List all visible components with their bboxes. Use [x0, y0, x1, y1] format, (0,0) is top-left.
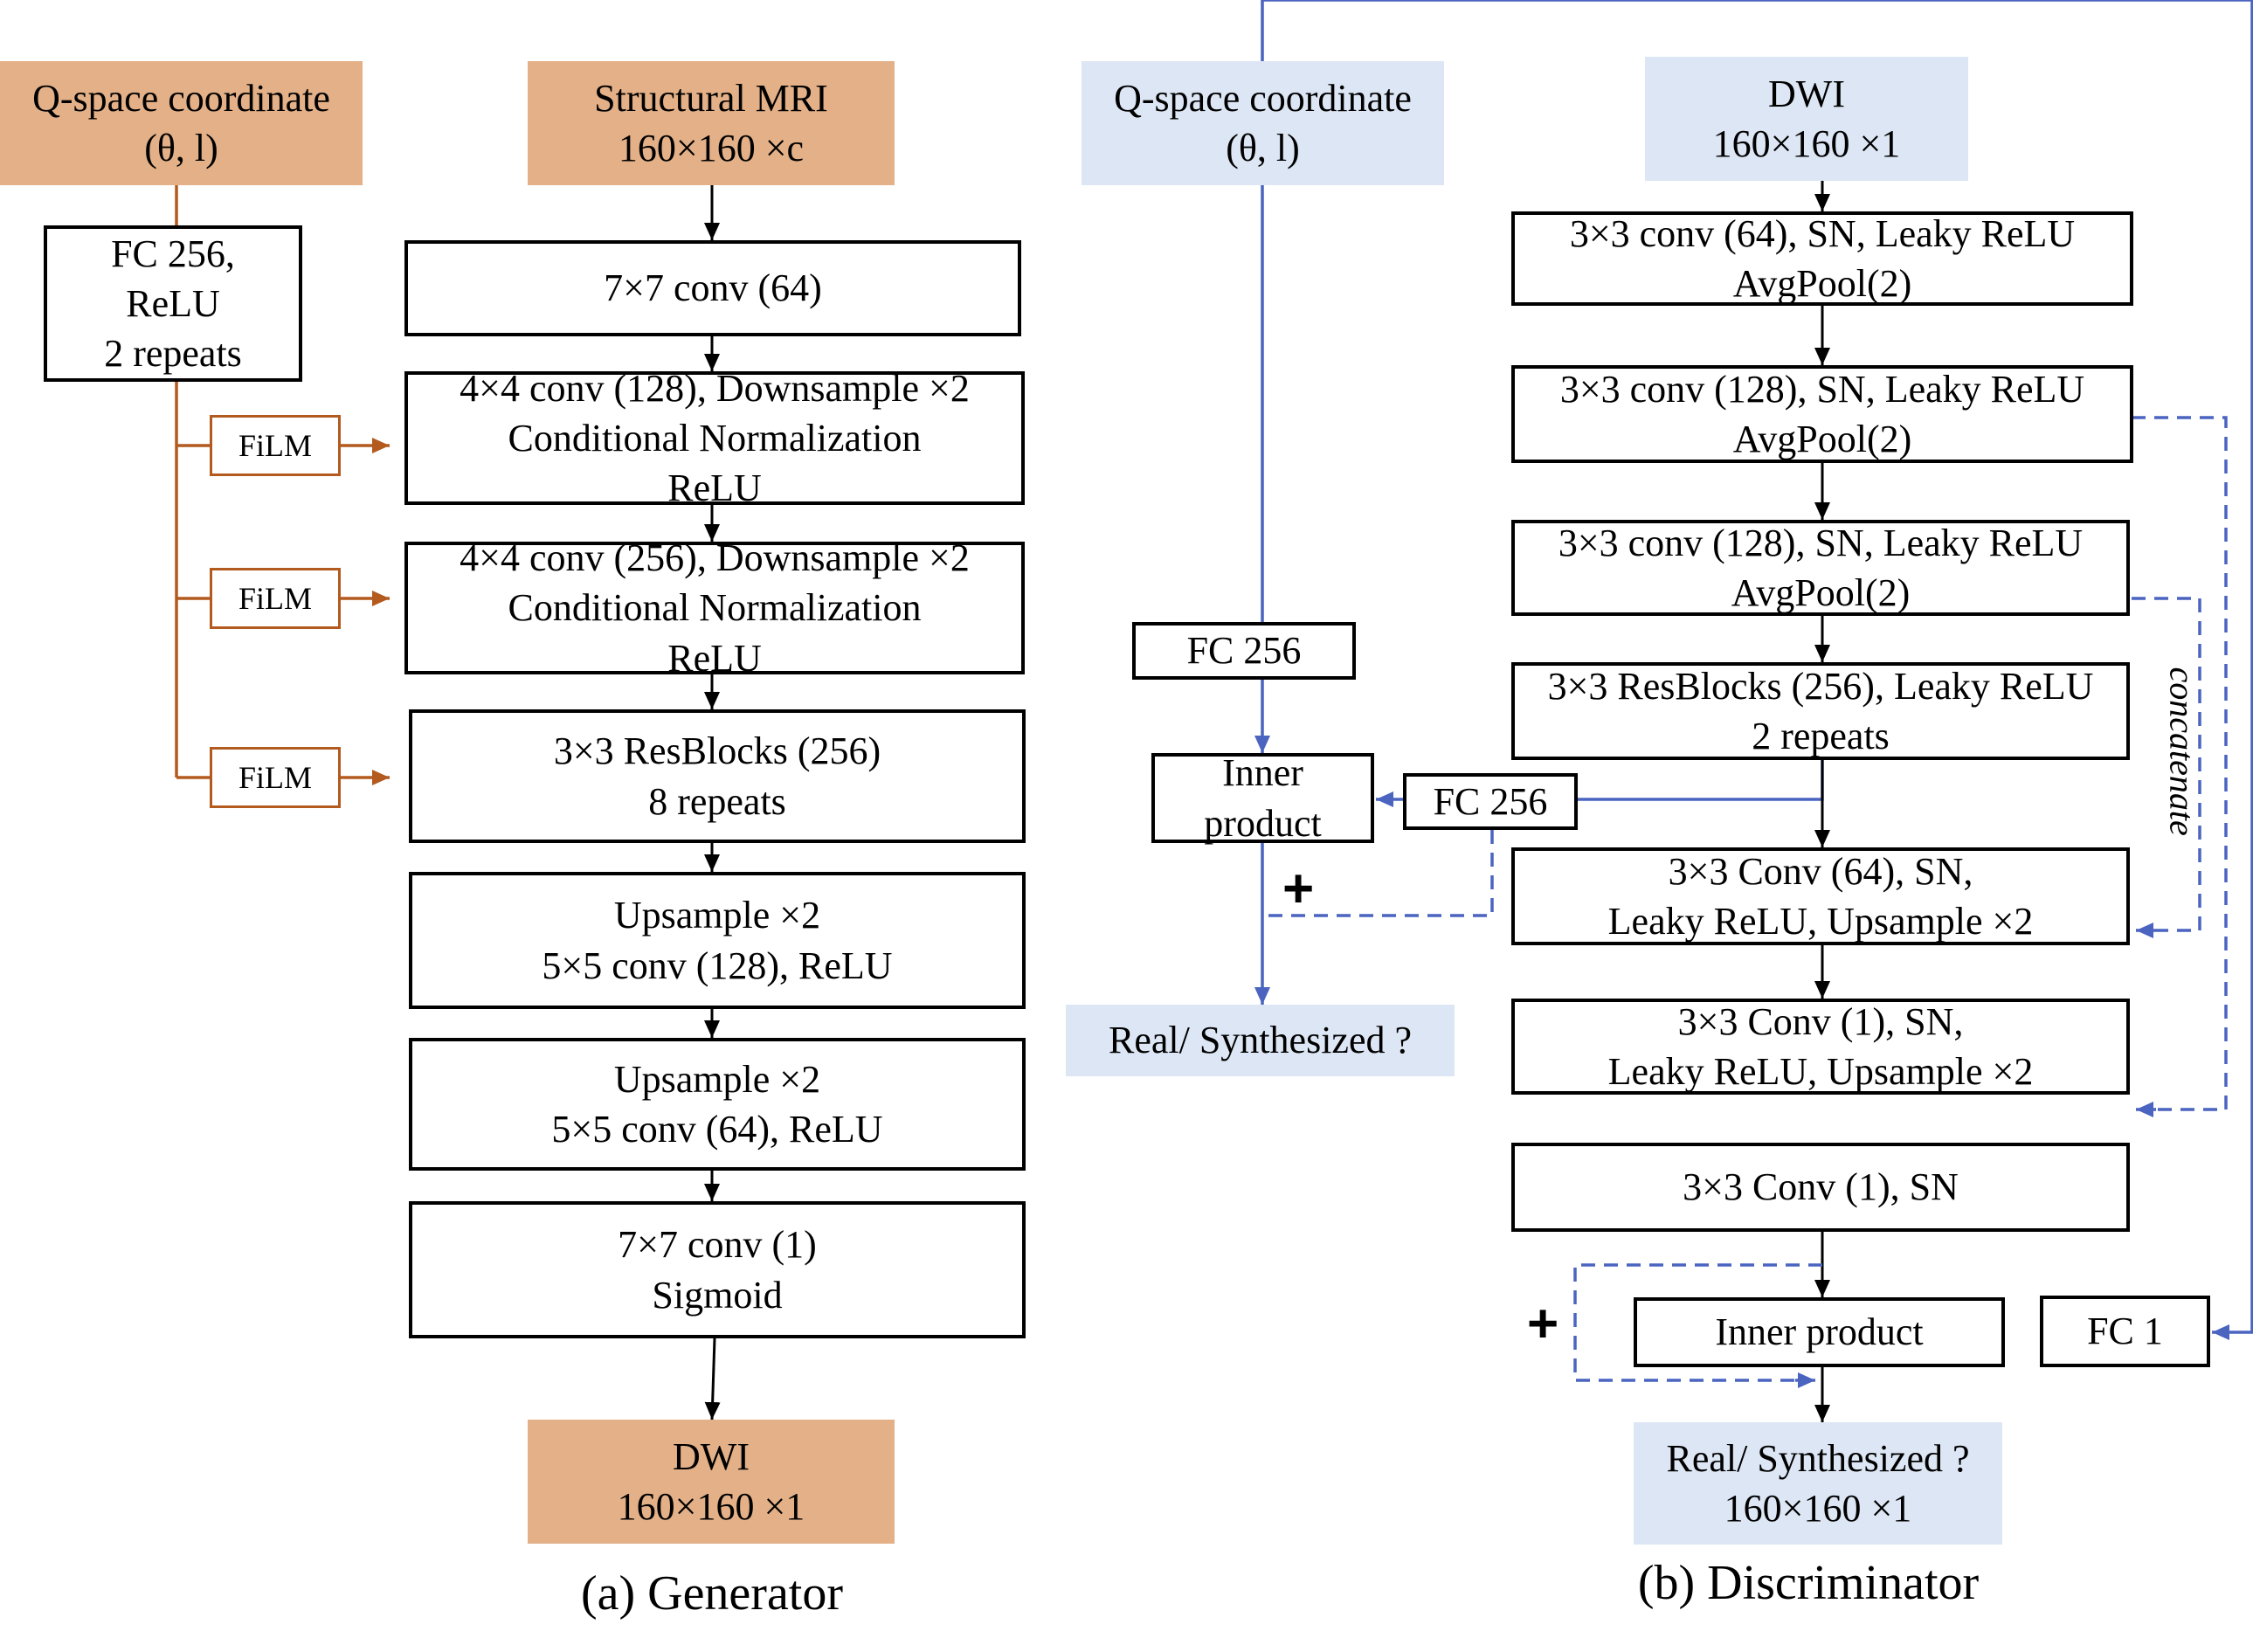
- disc-layer-5-line1: 3×3 Conv (64), SN,: [1668, 849, 1973, 893]
- gen-layer-2-line3: ReLU: [667, 467, 762, 510]
- disc-inner-product-left: Inner product: [1151, 751, 1374, 845]
- disc-layer-4: 3×3 ResBlocks (256), Leaky ReLU 2 repeat…: [1511, 662, 2130, 760]
- gen-fc-line3: 2 repeats: [104, 332, 242, 376]
- gen-fc-line1: FC 256,: [111, 232, 235, 275]
- disc-output-left: Real/ Synthesized ?: [1066, 1005, 1455, 1076]
- gen-output: DWI 160×160 ×1: [528, 1420, 895, 1544]
- gen-layer-3-line3: ReLU: [667, 636, 762, 680]
- disc-layer-5: 3×3 Conv (64), SN, Leaky ReLU, Upsample …: [1511, 847, 2130, 945]
- gen-layer-7: 7×7 conv (1) Sigmoid: [409, 1201, 1026, 1338]
- disc-layer-5-line2: Leaky ReLU, Upsample ×2: [1607, 900, 2034, 943]
- gen-layer-6: Upsample ×2 5×5 conv (64), ReLU: [409, 1038, 1026, 1171]
- inner-left-line1: Inner: [1222, 751, 1303, 795]
- gen-fc-line2: ReLU: [126, 281, 220, 325]
- disc-qspace-input: Q-space coordinate (θ, l): [1082, 61, 1444, 185]
- disc-layer-7: 3×3 Conv (1), SN: [1511, 1143, 2130, 1232]
- disc-qspace-coords: (θ, l): [1226, 127, 1300, 169]
- gen-layer-5-line1: Upsample ×2: [613, 894, 821, 937]
- gen-layer-7-line2: Sigmoid: [652, 1273, 783, 1317]
- plus-sign-right: +: [1527, 1294, 1559, 1354]
- disc-fc256-side-label: FC 256: [1433, 779, 1548, 823]
- film-block-3: FiLM: [210, 747, 341, 808]
- disc-output-right-line2: 160×160 ×1: [1724, 1487, 1912, 1530]
- disc-output-right-line1: Real/ Synthesized ?: [1666, 1436, 1970, 1480]
- disc-fc256-side: FC 256: [1403, 773, 1578, 830]
- gen-qspace-coords: (θ, l): [144, 127, 218, 169]
- gen-layer-3-line2: Conditional Normalization: [508, 586, 922, 630]
- inner-left-line2: product: [1204, 801, 1322, 845]
- disc-output-left-label: Real/ Synthesized ?: [1108, 1019, 1412, 1062]
- generator-caption: (a) Generator: [580, 1566, 843, 1621]
- disc-fc256-top: FC 256: [1132, 622, 1356, 680]
- gen-layer-3-line1: 4×4 conv (256), Downsample ×2: [460, 536, 970, 580]
- disc-dwi-title: DWI: [1768, 72, 1845, 115]
- gen-layer-5: Upsample ×2 5×5 conv (128), ReLU: [409, 872, 1026, 1009]
- disc-dwi-size: 160×160 ×1: [1712, 122, 1901, 165]
- film-block-1: FiLM: [210, 415, 341, 476]
- gen-layer-2: 4×4 conv (128), Downsample ×2 Conditiona…: [404, 367, 1025, 509]
- disc-layer-3-line1: 3×3 conv (128), SN, Leaky ReLU: [1558, 521, 2084, 564]
- film-label: FiLM: [238, 427, 313, 463]
- disc-layer-4-line2: 2 repeats: [1752, 715, 1890, 757]
- gen-output-title: DWI: [673, 1434, 750, 1478]
- gen-layer-4-line2: 8 repeats: [648, 779, 786, 823]
- disc-layer-2: 3×3 conv (128), SN, Leaky ReLU AvgPool(2…: [1511, 365, 2133, 463]
- gen-layer-5-line2: 5×5 conv (128), ReLU: [542, 944, 893, 987]
- disc-fc1-label: FC 1: [2087, 1310, 2163, 1353]
- gen-layer-1: 7×7 conv (64): [404, 240, 1021, 336]
- gen-layer-4: 3×3 ResBlocks (256) 8 repeats: [409, 709, 1026, 843]
- disc-layer-3-line2: AvgPool(2): [1731, 571, 1911, 614]
- gen-layer-6-line2: 5×5 conv (64), ReLU: [551, 1108, 883, 1151]
- disc-layer-6: 3×3 Conv (1), SN, Leaky ReLU, Upsample ×…: [1511, 999, 2130, 1095]
- disc-layer-6-line1: 3×3 Conv (1), SN,: [1677, 999, 1964, 1043]
- gen-smri-size: 160×160 ×c: [618, 127, 805, 169]
- gen-layer-3: 4×4 conv (256), Downsample ×2 Conditiona…: [404, 536, 1025, 680]
- disc-output-right: Real/ Synthesized ? 160×160 ×1: [1634, 1422, 2002, 1545]
- film-block-2: FiLM: [210, 568, 341, 629]
- discriminator-caption: (b) Discriminator: [1637, 1556, 1980, 1610]
- disc-layer-1-line1: 3×3 conv (64), SN, Leaky ReLU: [1569, 211, 2076, 255]
- disc-layer-2-line1: 3×3 conv (128), SN, Leaky ReLU: [1559, 367, 2085, 411]
- film-label: FiLM: [238, 759, 313, 795]
- gen-layer-4-line1: 3×3 ResBlocks (256): [553, 729, 881, 773]
- gen-output-size: 160×160 ×1: [617, 1485, 805, 1528]
- disc-layer-3: 3×3 conv (128), SN, Leaky ReLU AvgPool(2…: [1511, 520, 2130, 616]
- film-label: FiLM: [238, 580, 313, 616]
- disc-layer-6-line2: Leaky ReLU, Upsample ×2: [1607, 1050, 2034, 1093]
- disc-layer-4-line1: 3×3 ResBlocks (256), Leaky ReLU: [1547, 664, 2094, 708]
- disc-fc256-top-label: FC 256: [1186, 629, 1302, 673]
- gen-layer-2-line1: 4×4 conv (128), Downsample ×2: [460, 366, 970, 410]
- disc-layer-1-line2: AvgPool(2): [1732, 262, 1912, 305]
- gen-layer-6-line1: Upsample ×2: [613, 1057, 821, 1101]
- disc-fc1: FC 1: [2040, 1296, 2210, 1367]
- disc-layer-7-line1: 3×3 Conv (1), SN: [1683, 1165, 1959, 1209]
- gen-fc-block: FC 256, ReLU 2 repeats: [44, 225, 302, 382]
- disc-qspace-title: Q-space coordinate: [1114, 76, 1412, 120]
- disc-inner-product-right: Inner product: [1634, 1297, 2005, 1367]
- gen-smri-title: Structural MRI: [594, 76, 828, 120]
- disc-layer-2-line2: AvgPool(2): [1732, 418, 1912, 460]
- gen-qspace-input: Q-space coordinate (θ, l): [0, 61, 363, 185]
- gen-qspace-title: Q-space coordinate: [32, 76, 330, 120]
- gen-layer-7-line1: 7×7 conv (1): [618, 1223, 817, 1267]
- plus-sign-left: +: [1282, 859, 1315, 919]
- gen-layer-2-line2: Conditional Normalization: [508, 416, 922, 460]
- gen-smri-input: Structural MRI 160×160 ×c: [528, 61, 895, 185]
- gen-layer-1-line1: 7×7 conv (64): [604, 266, 822, 310]
- disc-layer-1: 3×3 conv (64), SN, Leaky ReLU AvgPool(2): [1511, 211, 2133, 306]
- inner-right-label: Inner product: [1715, 1310, 1924, 1354]
- concatenate-label: concatenate: [2162, 667, 2202, 836]
- disc-dwi-input: DWI 160×160 ×1: [1645, 57, 1968, 181]
